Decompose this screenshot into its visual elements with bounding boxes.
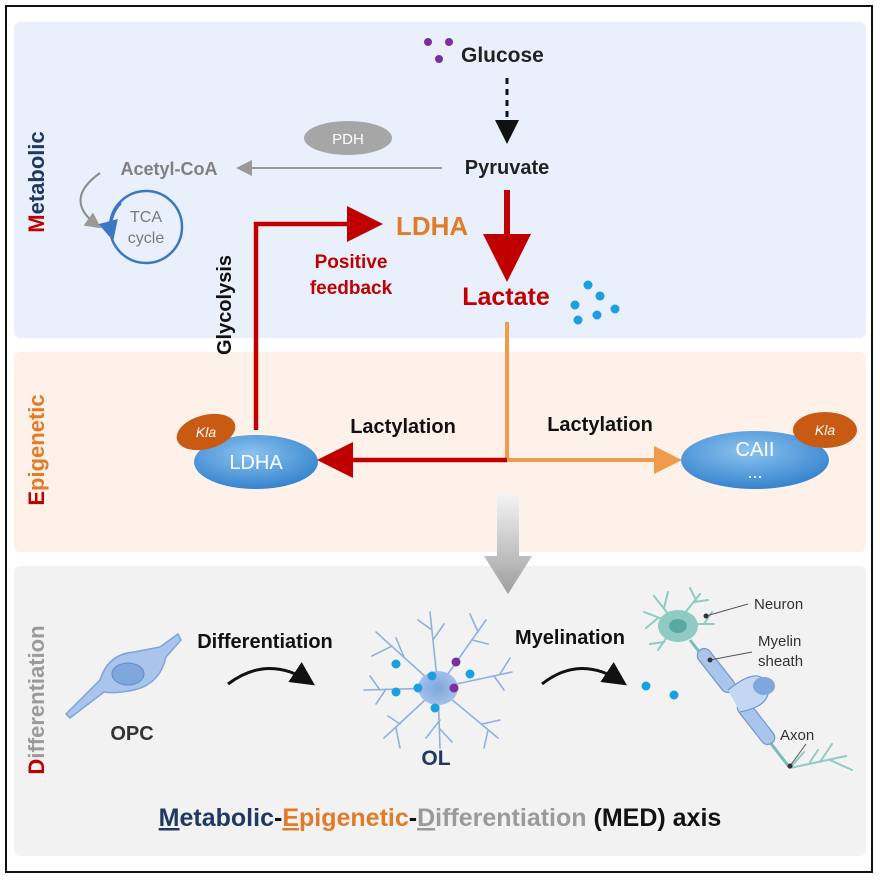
myelination-label: Myelination [515, 627, 625, 649]
band-label-epigenetic: Epigenetic [24, 394, 49, 505]
free-lactate-dots-icon [641, 681, 679, 700]
band-label-epigenetic-initial: E [24, 491, 49, 506]
ldha-protein-label: LDHA [229, 452, 283, 474]
positive-feedback-line2: feedback [310, 278, 393, 299]
myelin-pointer [709, 651, 753, 661]
ol-label: OL [421, 747, 450, 770]
myelin-label-line1: Myelin [758, 633, 801, 650]
axis-title-dash1: - [274, 804, 282, 832]
opc-cell-icon [64, 632, 182, 719]
differentiation-curved-arrow [227, 662, 315, 686]
axis-title-d: D [417, 804, 435, 832]
band-label-differentiation: Differentiation [24, 625, 49, 774]
neuron-label: Neuron [754, 596, 803, 613]
differentiation-band [14, 566, 866, 856]
med-axis-title: Metabolic-Epigenetic-Differentiation (ME… [159, 804, 722, 832]
myelin-pointer-dot [707, 657, 713, 663]
kla-tag-left-label: Kla [196, 424, 216, 440]
tca-cycle-arrow [98, 202, 122, 241]
glycolysis-feedback-arrow [253, 206, 383, 430]
ldha-protein [194, 435, 318, 489]
lactylation-right-label: Lactylation [547, 414, 653, 436]
acetyl-coa-label: Acetyl-CoA [120, 159, 217, 179]
cail-protein-more: ... [747, 462, 762, 482]
kla-tag-right-label: Kla [815, 422, 835, 438]
neuron-pointer [705, 603, 749, 617]
band-label-metabolic-rest: etabolic [24, 131, 49, 214]
positive-feedback-line1: Positive [315, 252, 388, 273]
cail-protein [681, 431, 829, 489]
band-label-differentiation-initial: D [24, 759, 49, 775]
lactylation-left-label: Lactylation [350, 416, 456, 438]
band-label-differentiation-rest: ifferentiation [24, 625, 49, 758]
pdh-enzyme [304, 121, 392, 155]
band-label-metabolic: Metabolic [24, 131, 49, 232]
pyruvate-label: Pyruvate [465, 157, 550, 179]
axis-title-etabolic: etabolic [180, 804, 275, 832]
neuron-pointer-dot [703, 613, 709, 619]
axon-pointer-dot [787, 763, 793, 769]
acetyl-to-tca-arrow [79, 172, 102, 229]
differentiation-label: Differentiation [197, 631, 333, 653]
ol-cell-dots-icon [391, 657, 475, 713]
band-label-epigenetic-rest: pigenetic [24, 394, 49, 491]
tca-label-line1: TCA [130, 209, 162, 226]
kla-tag-left [176, 413, 236, 451]
transition-down-arrow [484, 494, 532, 594]
ol-cell-body [418, 671, 458, 705]
metabolic-band [14, 22, 866, 338]
ldha-metabolic-label: LDHA [396, 211, 468, 241]
epigenetic-band [14, 352, 866, 552]
axis-title-ifferentiation: ifferentiation [435, 804, 586, 832]
axon-pointer [789, 743, 807, 767]
glycolysis-label: Glycolysis [214, 255, 236, 355]
band-label-metabolic-initial: M [24, 214, 49, 232]
myelin-label-line2: sheath [758, 653, 803, 670]
axis-title-pigenetic: pigenetic [299, 804, 409, 832]
lactate-label: Lactate [462, 283, 550, 311]
axis-title-m: M [159, 804, 180, 832]
lactate-dots-icon [570, 280, 620, 325]
axis-title-dash2: - [409, 804, 417, 832]
myelination-curved-arrow [541, 662, 627, 686]
opc-label: OPC [110, 723, 153, 745]
cail-protein-label: CAII [736, 439, 775, 461]
neuron-icon [643, 587, 853, 771]
axis-title-suffix: (MED) axis [587, 804, 722, 832]
glucose-label: Glucose [461, 44, 544, 67]
kla-tag-right [793, 412, 857, 448]
tca-label-line2: cycle [128, 230, 165, 247]
axis-title-e: E [282, 804, 299, 832]
glucose-dots-icon [424, 38, 453, 63]
pdh-label: PDH [332, 131, 364, 148]
axon-label: Axon [780, 727, 814, 744]
